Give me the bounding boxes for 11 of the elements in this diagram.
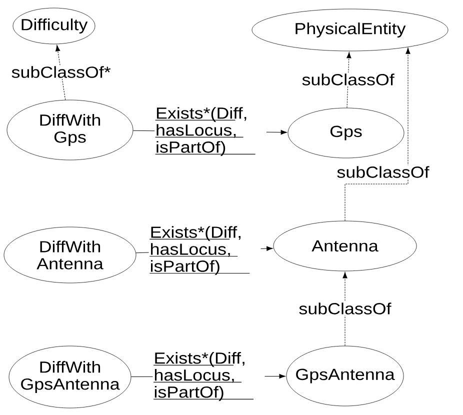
arrow bbox=[342, 272, 348, 346]
edge-label: subClassOf bbox=[336, 165, 430, 179]
edge-label: Exists*(Diff, hasLocus, isPartOf) bbox=[152, 351, 265, 402]
arrow bbox=[344, 48, 410, 222]
edge-label: subClassOf* bbox=[10, 65, 112, 79]
edge-label: subClassOf bbox=[300, 72, 396, 86]
edge-label: Exists*(Diff, hasLocus, isPartOf) bbox=[148, 225, 261, 276]
arrow bbox=[56, 44, 66, 100]
edge-label: Exists*(Diff, hasLocus, isPartOf) bbox=[154, 106, 266, 157]
arrow bbox=[346, 52, 352, 108]
edge-label: subClassOf bbox=[298, 302, 392, 316]
